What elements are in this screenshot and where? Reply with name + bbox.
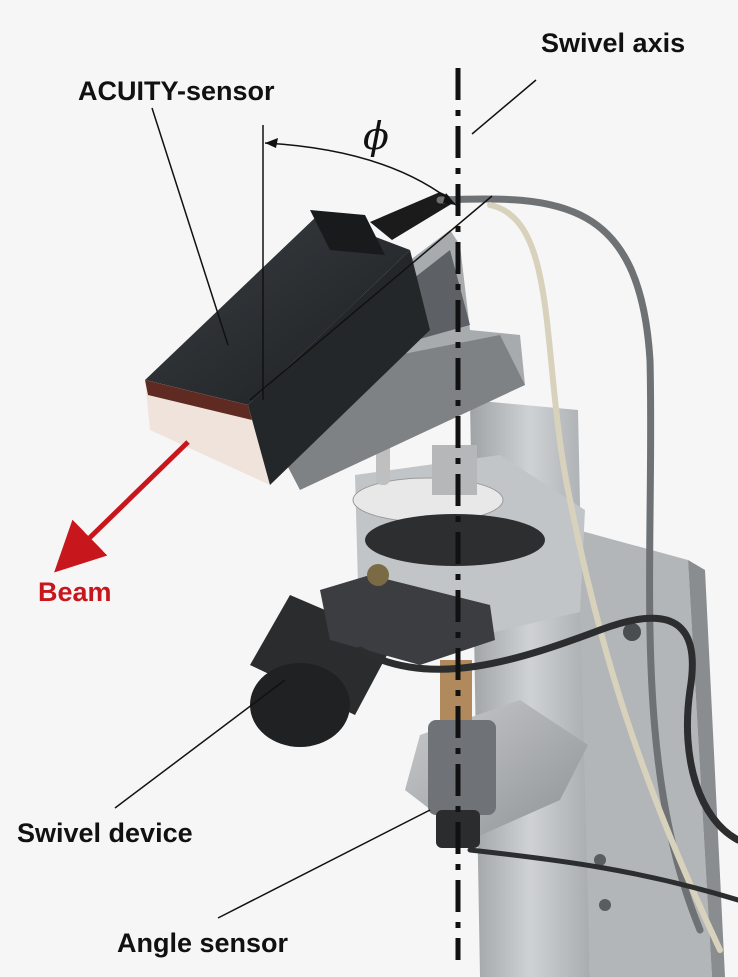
swivel-motor xyxy=(250,564,495,747)
angle-sensor-leader xyxy=(217,809,431,919)
swivel-axis-leader xyxy=(471,79,537,135)
angle-symbol-label: ϕ xyxy=(363,114,389,158)
acuity-sensor-label: ACUITY-sensor xyxy=(78,76,275,106)
angle-arc-arrow-right xyxy=(443,193,456,205)
beam-arrow xyxy=(54,440,190,573)
cables xyxy=(356,195,738,953)
angle-arc xyxy=(264,142,457,206)
acuity-sensor-leader xyxy=(151,107,229,346)
swivel-device-leader xyxy=(114,679,286,809)
angle-sensor-label: Angle sensor xyxy=(117,928,289,958)
angle-arc-arrow-left xyxy=(265,138,278,148)
swivel-axis-label: Swivel axis xyxy=(541,28,686,58)
beam-label: Beam xyxy=(38,577,112,607)
swivel-device-label: Swivel device xyxy=(17,818,193,848)
sensor-tilt-line xyxy=(249,195,493,401)
acuity-sensor-box xyxy=(145,192,458,485)
